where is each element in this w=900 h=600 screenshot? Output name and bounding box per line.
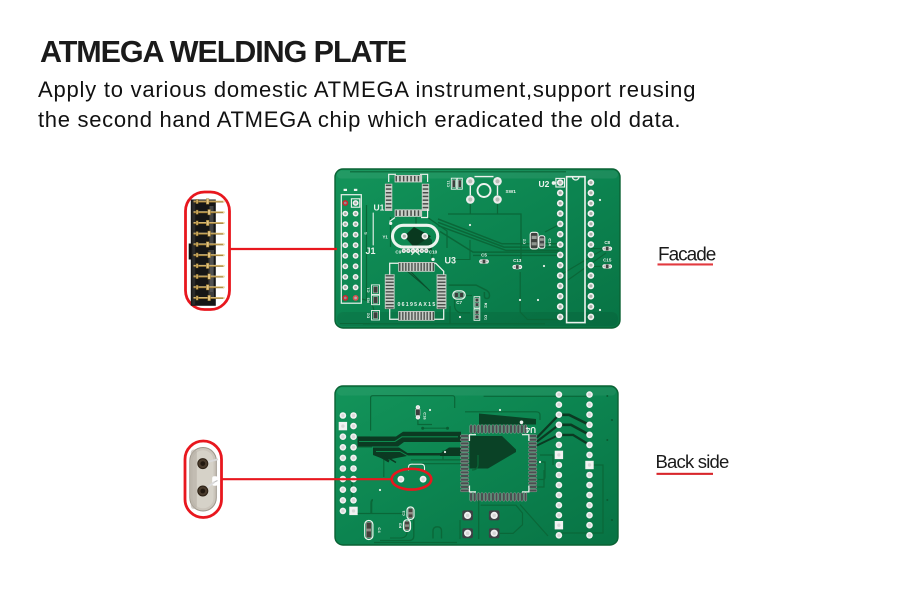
svg-text:06195AX15: 06195AX15 (397, 302, 436, 308)
svg-text:U2: U2 (539, 179, 550, 189)
svg-text:ATMEGA WELDING PLATE: ATMEGA WELDING PLATE (40, 35, 407, 69)
svg-text:C9: C9 (395, 249, 401, 254)
svg-text:R3: R3 (366, 297, 371, 303)
svg-text:D2: D2 (366, 312, 371, 318)
svg-text:C3: C3 (401, 510, 406, 516)
svg-text:Apply to various domestic ATME: Apply to various domestic ATMEGA instrum… (38, 77, 696, 102)
svg-text:Y1: Y1 (383, 235, 389, 240)
svg-text:C5: C5 (481, 252, 487, 257)
svg-text:C15: C15 (603, 258, 612, 263)
svg-text:J1: J1 (366, 246, 376, 256)
svg-text:Back side: Back side (656, 451, 730, 472)
svg-text:D1: D1 (484, 315, 489, 321)
svg-text:SW1: SW1 (506, 189, 517, 195)
svg-text:C1: C1 (366, 287, 371, 293)
svg-text:C16: C16 (422, 412, 427, 420)
svg-text:C2: C2 (522, 238, 527, 244)
svg-text:U3: U3 (445, 256, 457, 266)
svg-text:C8: C8 (604, 240, 610, 245)
svg-text:C13: C13 (513, 258, 522, 263)
svg-text:C10: C10 (429, 249, 438, 254)
svg-text:Facade: Facade (658, 245, 716, 266)
svg-text:the second hand ATMEGA chip wh: the second hand ATMEGA chip which eradic… (38, 107, 681, 132)
svg-text:R2: R2 (484, 303, 489, 309)
svg-text:C7: C7 (456, 300, 462, 305)
svg-text:U1: U1 (374, 203, 385, 213)
svg-text:C14: C14 (547, 238, 552, 246)
svg-text:R3: R3 (398, 522, 403, 528)
svg-text:C4: C4 (377, 527, 382, 533)
svg-text:S: S (364, 232, 369, 235)
svg-text:U4: U4 (525, 425, 536, 434)
svg-text:C11: C11 (446, 180, 450, 187)
